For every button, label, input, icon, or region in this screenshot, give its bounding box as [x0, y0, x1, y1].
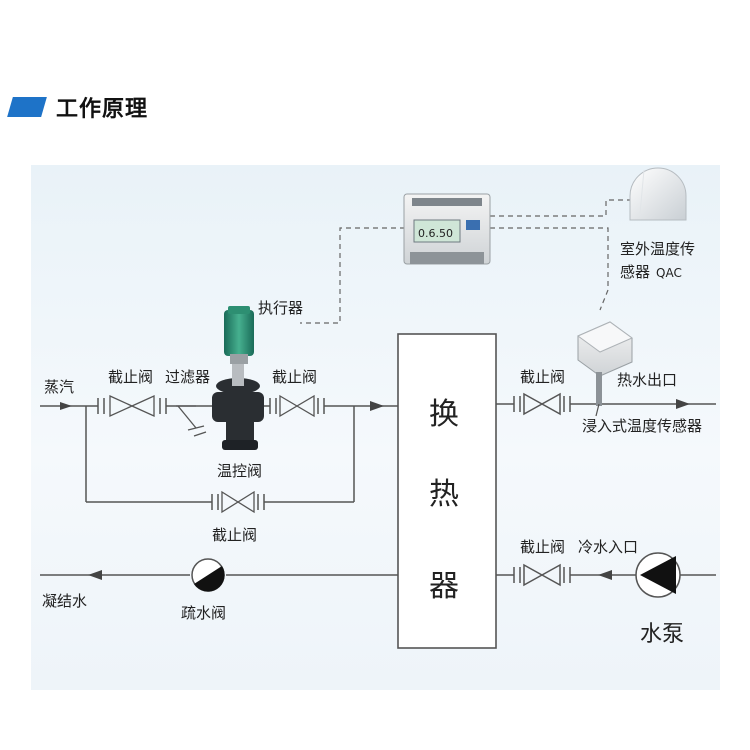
label-drain-valve: 疏水阀 [181, 604, 226, 622]
heat-exchanger-box [397, 333, 497, 649]
steam-arrow-icon [60, 402, 72, 410]
condensate-arrow-icon [88, 570, 102, 580]
label-hx-2: 热 [429, 477, 459, 512]
section-heading: 工作原理 [7, 92, 149, 122]
label-cold-water-in: 冷水入口 [578, 538, 638, 556]
label-outdoor-sensor-1: 室外温度传 [620, 240, 695, 258]
actuator-icon [224, 306, 254, 364]
label-condensate: 凝结水 [42, 592, 87, 610]
label-temp-control-valve: 温控阀 [217, 462, 262, 480]
control-wires [300, 199, 635, 324]
wire-controller-actuator [300, 227, 405, 324]
label-pump: 水泵 [640, 622, 684, 647]
label-filter: 过滤器 [165, 368, 210, 386]
label-stop-valve-cold: 截止阀 [520, 538, 565, 556]
hot-water-arrow-icon [676, 399, 690, 409]
controller-icon: 0.6.50 [403, 193, 491, 265]
label-steam: 蒸汽 [44, 378, 74, 396]
hot-water-piping [496, 392, 716, 416]
stop-valve-2-icon [279, 394, 315, 418]
label-actuator: 执行器 [258, 299, 303, 317]
wire-controller-immersion [490, 227, 609, 311]
drain-valve-icon [194, 566, 225, 592]
label-outdoor-sensor-model: QAC [656, 266, 682, 280]
label-outdoor-sensor-2: 感器 [620, 263, 650, 281]
label-stop-valve-2: 截止阀 [272, 368, 317, 386]
wire-controller-outdoor [490, 199, 635, 217]
immersion-sensor-icon [577, 321, 633, 417]
page-title: 工作原理 [56, 97, 149, 122]
diagram-panel [31, 165, 720, 690]
filter-icon [176, 405, 207, 437]
cold-water-arrow-icon [598, 570, 612, 580]
stop-valve-bypass-icon [221, 490, 255, 514]
controller-display-text: 0.6.50 [418, 227, 453, 240]
label-stop-valve-hot: 截止阀 [520, 368, 565, 386]
label-stop-valve-bypass: 截止阀 [212, 526, 257, 544]
pump-icon [640, 556, 676, 594]
label-hx-1: 换 [429, 397, 459, 432]
outdoor-sensor-icon [629, 167, 687, 221]
label-stop-valve-1: 截止阀 [108, 368, 153, 386]
label-hot-water-out: 热水出口 [617, 371, 677, 389]
control-valve-icon [212, 364, 264, 450]
steam-arrow-icon [370, 401, 384, 411]
stop-valve-1-icon [109, 394, 155, 418]
label-immersion-sensor: 浸入式温度传感器 [582, 417, 702, 435]
label-hx-3: 器 [429, 569, 459, 604]
